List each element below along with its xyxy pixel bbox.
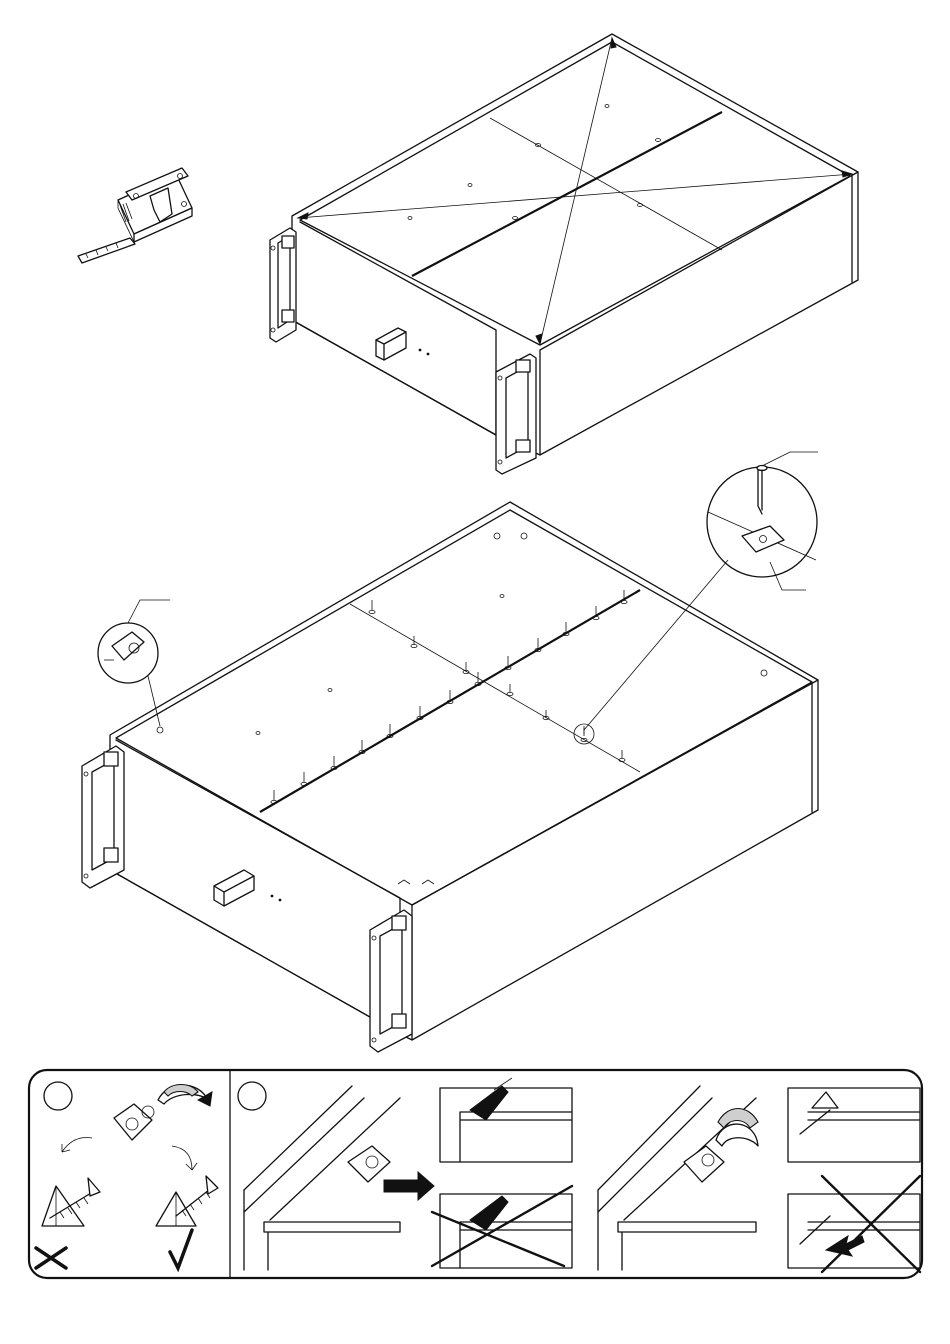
- leg-front-left: [270, 228, 296, 342]
- bracket-orientation-section: [36, 1082, 218, 1268]
- bracket-installation-section: [238, 1078, 920, 1272]
- leg-front-left: [82, 746, 124, 888]
- detail-panel: [29, 1070, 922, 1278]
- leg-front-right: [370, 910, 412, 1052]
- cabinet-bottom-view: [82, 452, 818, 1052]
- nail-icon: [757, 466, 767, 515]
- cross-icon: [36, 1248, 66, 1268]
- correct-orientation: [156, 1176, 218, 1268]
- cabinet-top-view: [270, 34, 858, 474]
- tape-measure-icon: [78, 168, 192, 263]
- wrong-orientation: [36, 1178, 100, 1268]
- leg-front-right: [496, 354, 536, 474]
- cross-icon: [822, 1176, 920, 1272]
- check-icon: [170, 1230, 192, 1268]
